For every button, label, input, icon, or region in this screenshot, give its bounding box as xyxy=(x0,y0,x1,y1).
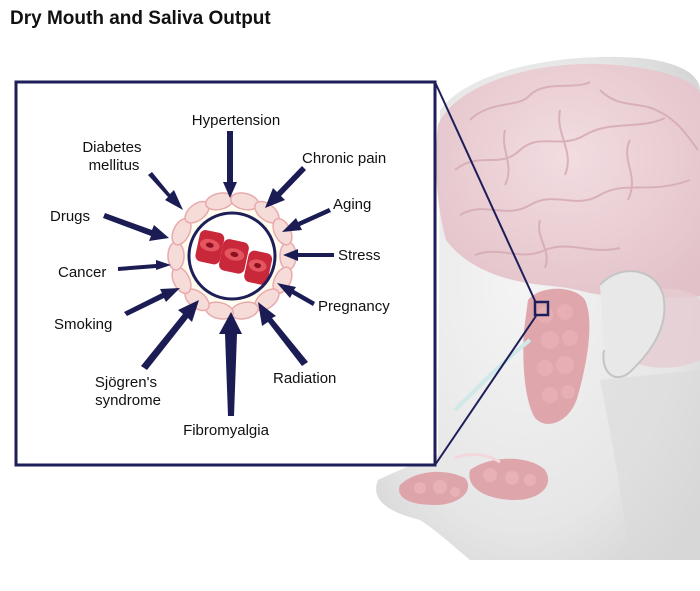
lip-line xyxy=(454,453,501,464)
label-drugs: Drugs xyxy=(50,208,90,225)
arrow-diabetes xyxy=(148,172,183,210)
label-aging: Aging xyxy=(333,196,371,213)
brain-shape xyxy=(436,63,700,299)
acinar-cell xyxy=(167,241,185,271)
ear-icon xyxy=(599,270,666,379)
lower-gland-lobules xyxy=(414,468,536,497)
arrow-fibromyalgia xyxy=(219,312,242,416)
label-diabetes-line1: Diabetes xyxy=(82,139,141,156)
arrow-smoking xyxy=(124,288,180,316)
label-chronic-pain: Chronic pain xyxy=(302,150,386,167)
head-illustration xyxy=(376,56,700,560)
cause-arrows xyxy=(103,131,334,416)
label-sjogren-line2: syndrome xyxy=(95,392,161,409)
label-smoking: Smoking xyxy=(54,316,112,333)
blood-vessels xyxy=(195,230,273,285)
arrow-hypertension xyxy=(223,131,237,198)
label-fibromyalgia: Fibromyalgia xyxy=(183,422,270,439)
arrow-sjogren xyxy=(141,300,199,370)
arrow-pregnancy xyxy=(277,283,315,306)
label-radiation: Radiation xyxy=(273,370,336,387)
label-hypertension: Hypertension xyxy=(192,112,280,129)
zoom-marker xyxy=(533,300,550,317)
label-diabetes: Diabetes mellitus xyxy=(82,139,145,174)
lumen-outline xyxy=(187,211,277,301)
zoom-connector xyxy=(434,81,537,466)
arrow-stress xyxy=(283,249,334,261)
brain-folds xyxy=(454,81,699,269)
label-sjogren-line1: Sjögren's xyxy=(95,374,157,391)
salivary-duct xyxy=(453,338,532,412)
label-sjogren: Sjögren's syndrome xyxy=(95,374,161,409)
arrow-cancer xyxy=(118,260,171,271)
arrow-radiation xyxy=(258,302,308,366)
label-cancer: Cancer xyxy=(58,264,106,281)
label-diabetes-line2: mellitus xyxy=(89,157,140,174)
arrow-aging xyxy=(282,208,331,232)
acinar-cells xyxy=(167,192,297,320)
label-stress: Stress xyxy=(338,247,381,264)
label-pregnancy: Pregnancy xyxy=(318,298,390,315)
neck-shading xyxy=(600,370,700,560)
page-title: Dry Mouth and Saliva Output xyxy=(10,8,271,29)
arrow-chronic-pain xyxy=(265,166,306,208)
cause-labels: Hypertension Diabetes mellitus Chronic p… xyxy=(50,112,390,439)
arrow-drugs xyxy=(103,213,169,241)
